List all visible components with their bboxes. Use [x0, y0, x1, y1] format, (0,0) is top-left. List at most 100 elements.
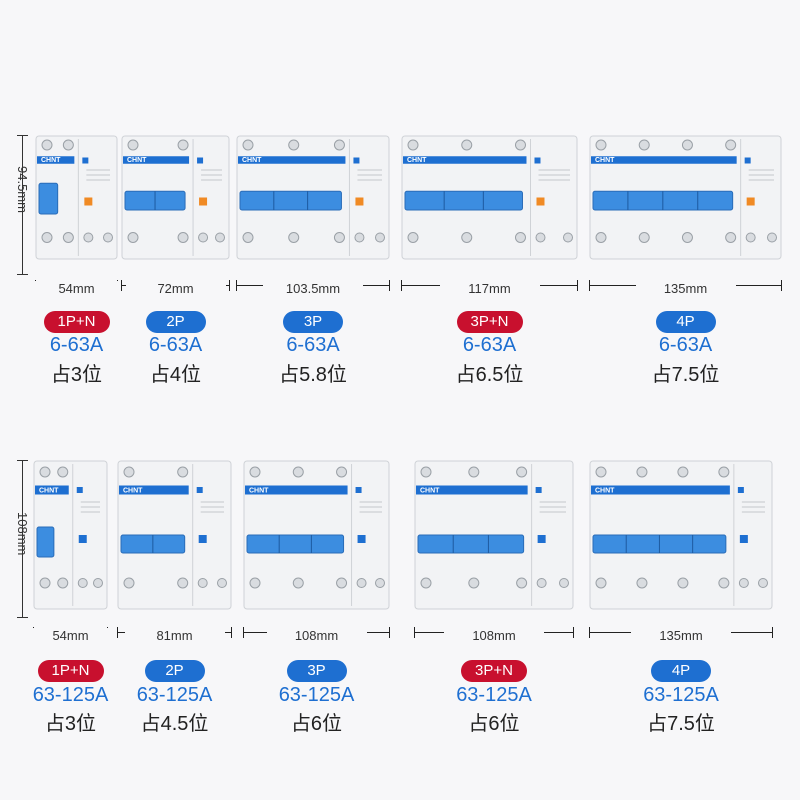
width-label: 117mm — [439, 281, 540, 296]
width-label: 135mm — [635, 281, 736, 296]
breaker-device: CHNT — [35, 135, 118, 260]
brand-band — [245, 485, 348, 495]
terminal-screw — [681, 232, 693, 243]
terminal-screw — [745, 232, 756, 243]
width-label: 103.5mm — [263, 281, 363, 296]
terminal-screw — [177, 466, 189, 478]
breaker-illustration: CHNT — [243, 460, 390, 610]
current-rating: 63-125A — [136, 684, 213, 706]
terminal-screw — [677, 577, 689, 589]
terminal-screw — [468, 466, 480, 478]
brand-band — [403, 156, 527, 164]
terminal-screw — [461, 139, 473, 151]
terminal-screw — [217, 578, 227, 588]
terminal-screw — [681, 139, 693, 151]
breaker-device: CHNT — [117, 460, 232, 610]
terminal-screw — [563, 232, 573, 243]
terminal-screw — [595, 232, 607, 243]
height-dimension-line — [17, 460, 28, 618]
breaker-illustration: CHNT — [236, 135, 390, 260]
test-button — [198, 535, 207, 543]
width-label: 81mm — [124, 628, 225, 643]
module-positions: 占3位 — [50, 364, 103, 386]
current-rating: 6-63A — [658, 334, 713, 356]
module-positions: 占7.5位 — [647, 713, 715, 735]
terminal-screw — [197, 578, 208, 588]
indicator — [82, 157, 89, 164]
pole-badge: 3P — [283, 311, 343, 333]
terminal-screw — [461, 232, 473, 243]
breaker-illustration: CHNT — [414, 460, 574, 610]
indicator — [355, 487, 362, 493]
terminal-screw — [288, 232, 300, 243]
module-positions: 占5.8位 — [279, 364, 347, 386]
width-label: 108mm — [266, 628, 367, 643]
test-button — [199, 197, 208, 206]
toggle-lever — [38, 182, 59, 215]
terminal-screw — [535, 232, 546, 243]
terminal-screw — [636, 466, 648, 478]
pole-badge: 3P+N — [456, 311, 523, 333]
module-positions: 占6位 — [468, 713, 520, 735]
current-rating: 63-125A — [643, 684, 719, 706]
brand-label: CHNT — [249, 487, 269, 494]
terminal-screw — [177, 139, 189, 151]
toggle-lever — [36, 526, 55, 558]
brand-label: CHNT — [41, 157, 61, 164]
brand-label: CHNT — [242, 157, 262, 164]
terminal-screw — [41, 139, 53, 151]
terminal-screw — [375, 578, 385, 588]
terminal-screw — [41, 232, 53, 243]
terminal-screw — [514, 139, 526, 151]
width-label: 108mm — [444, 628, 544, 643]
terminal-screw — [595, 139, 607, 151]
brand-label: CHNT — [407, 157, 427, 164]
terminal-screw — [83, 232, 94, 243]
current-rating: 63-125A — [32, 684, 109, 706]
module-positions: 占6位 — [290, 713, 343, 735]
test-button — [84, 197, 93, 206]
terminal-screw — [514, 232, 526, 243]
breaker-device: CHNT — [121, 135, 230, 260]
breaker-device: CHNT — [414, 460, 574, 610]
terminal-screw — [407, 139, 419, 151]
terminal-screw — [39, 577, 51, 589]
breaker-device: CHNT — [401, 135, 578, 260]
terminal-screw — [725, 139, 737, 151]
toggle-lever — [404, 190, 523, 211]
terminal-screw — [103, 232, 113, 243]
terminal-screw — [292, 466, 304, 478]
terminal-screw — [407, 232, 419, 243]
width-label: 72mm — [125, 281, 226, 296]
terminal-screw — [595, 466, 607, 478]
height-label: 108mm — [15, 512, 30, 556]
terminal-screw — [356, 578, 367, 588]
toggle-lever — [417, 534, 525, 554]
test-button — [78, 535, 87, 543]
test-button — [739, 535, 748, 543]
breaker-device: CHNT — [589, 135, 782, 260]
terminal-screw — [718, 466, 730, 478]
terminal-screw — [638, 232, 650, 243]
pole-badge: 1P+N — [43, 311, 110, 333]
indicator — [353, 157, 360, 164]
terminal-screw — [292, 577, 304, 589]
breaker-body — [33, 460, 108, 610]
terminal-screw — [758, 578, 768, 588]
indicator — [76, 487, 83, 493]
indicator — [197, 157, 204, 164]
breaker-device: CHNT — [589, 460, 773, 610]
terminal-screw — [333, 139, 345, 151]
terminal-screw — [420, 577, 432, 589]
terminal-screw — [39, 466, 51, 478]
terminal-screw — [93, 578, 103, 588]
pole-badge: 4P — [655, 311, 716, 333]
terminal-screw — [718, 577, 730, 589]
brand-band — [238, 156, 346, 164]
brand-band — [416, 485, 528, 495]
brand-label: CHNT — [127, 157, 147, 164]
indicator — [196, 487, 203, 493]
terminal-screw — [249, 577, 261, 589]
brand-label: CHNT — [595, 487, 615, 494]
terminal-screw — [725, 232, 737, 243]
